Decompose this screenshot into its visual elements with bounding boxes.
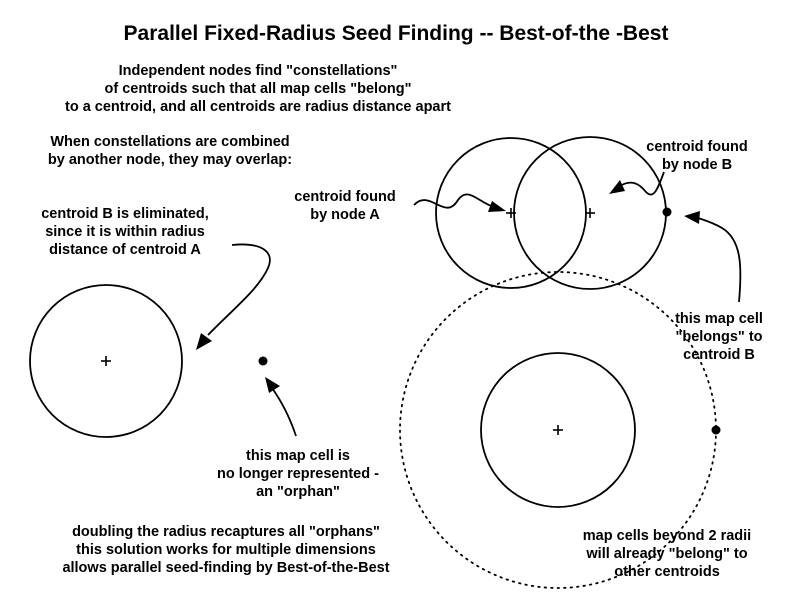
centroid-b-label: centroid found by node B [646, 139, 748, 173]
inner-center-marker [553, 425, 563, 435]
centroid-a-arrowhead [488, 201, 506, 212]
intro-line-1: Independent nodes find "constellations" [119, 63, 398, 79]
centroid-a-center-marker [101, 356, 111, 366]
recaptured-cell-dot [711, 425, 721, 435]
combined-line-1: When constellations are combined [50, 134, 289, 150]
orphan-arrowhead [265, 377, 280, 393]
intro-line-2: of centroids such that all map cells "be… [104, 81, 411, 97]
eliminated-line-2: since it is within radius [45, 224, 205, 240]
combined-line-2: by another node, they may overlap: [48, 152, 292, 168]
centroid-b-label-line-1: centroid found [646, 139, 748, 155]
centroid-b-arrowhead [609, 180, 625, 194]
beyond-line-3: other centroids [614, 564, 720, 580]
belongs-line-3: centroid B [683, 347, 755, 363]
centroid-b-marker [585, 208, 595, 218]
orphan-note: this map cell is no longer represented -… [217, 448, 379, 500]
intro-text: Independent nodes find "constellations" … [65, 63, 451, 115]
beyond-line-1: map cells beyond 2 radii [583, 528, 751, 544]
belongs-note: this map cell "belongs" to centroid B [675, 311, 763, 363]
centroid-a-label-line-1: centroid found [294, 189, 396, 205]
doubling-line-3: allows parallel seed-finding by Best-of-… [62, 560, 389, 576]
orphan-line-3: an "orphan" [256, 484, 340, 500]
centroid-a-circle [29, 284, 183, 438]
intro-line-3: to a centroid, and all centroids are rad… [65, 99, 451, 115]
belongs-line-1: this map cell [675, 311, 763, 327]
centroid-a-arrow [413, 193, 495, 209]
belongs-arrowhead [684, 211, 700, 224]
centroid-b-arrow [619, 171, 665, 196]
combined-note: When constellations are combined by anot… [48, 134, 292, 168]
orphan-line-1: this map cell is [246, 448, 350, 464]
doubling-line-1: doubling the radius recaptures all "orph… [72, 524, 380, 540]
doubling-line-2: this solution works for multiple dimensi… [76, 542, 376, 558]
beyond-note: map cells beyond 2 radii will already "b… [583, 528, 751, 580]
diagram-title: Parallel Fixed-Radius Seed Finding -- Be… [124, 22, 669, 45]
centroid-a-label-line-2: by node A [310, 207, 380, 223]
orphan-cell-dot [258, 356, 268, 366]
eliminated-arrowhead [196, 333, 212, 350]
eliminated-line-3: distance of centroid A [49, 242, 201, 258]
map-cell-belongs-dot [662, 207, 672, 217]
doubling-note: doubling the radius recaptures all "orph… [62, 524, 389, 576]
centroid-b-label-line-2: by node B [662, 157, 732, 173]
eliminated-line-1: centroid B is eliminated, [41, 206, 209, 222]
eliminated-arrow [207, 243, 271, 336]
inner-radius-circle [480, 352, 636, 508]
centroid-a-marker [506, 208, 516, 218]
orphan-line-2: no longer represented - [217, 466, 379, 482]
beyond-line-2: will already "belong" to [585, 546, 747, 562]
belongs-line-2: "belongs" to [675, 329, 762, 345]
eliminated-note: centroid B is eliminated, since it is wi… [41, 206, 209, 258]
orphan-arrow [271, 387, 297, 437]
belongs-arrow [697, 217, 742, 303]
centroid-a-label: centroid found by node A [294, 189, 396, 223]
